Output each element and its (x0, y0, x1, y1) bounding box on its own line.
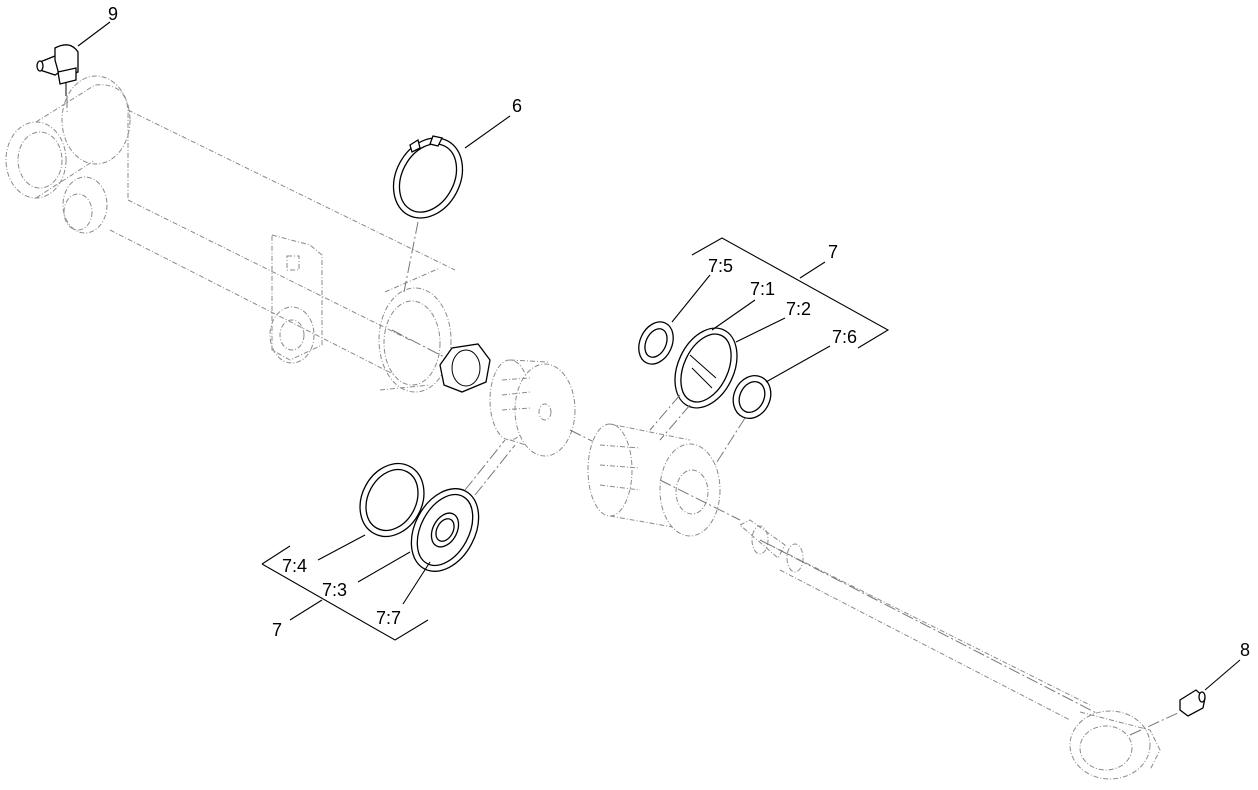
callout-9: 9 (108, 4, 118, 24)
callout-7-lower: 7 (272, 620, 282, 640)
cylinder-barrel (5, 75, 456, 393)
callout-8: 8 (1240, 640, 1250, 660)
grease-fitting-8 (1179, 689, 1206, 717)
callout-7-2: 7:2 (786, 299, 811, 319)
piston-nut (439, 343, 491, 393)
piston (489, 359, 601, 457)
rod-gland (587, 423, 741, 537)
callout-6: 6 (512, 96, 522, 116)
callout-7-1: 7:1 (750, 279, 775, 299)
piston-rod (739, 519, 1181, 780)
grease-fitting-9 (36, 44, 79, 112)
seal-kit-lower (359, 439, 516, 572)
retaining-ring-6 (392, 135, 464, 293)
seal-kit-upper (638, 321, 772, 466)
callout-labels: 9 6 7 7:5 7:1 7:2 7:6 7:4 7:3 7:7 7 8 (108, 4, 1250, 660)
callout-7-5: 7:5 (708, 256, 733, 276)
leader-lines (77, 21, 1241, 691)
callout-7-upper: 7 (828, 242, 838, 262)
callout-7-6: 7:6 (832, 327, 857, 347)
callout-7-7: 7:7 (376, 608, 401, 628)
callout-7-3: 7:3 (322, 580, 347, 600)
callout-7-4: 7:4 (282, 556, 307, 576)
